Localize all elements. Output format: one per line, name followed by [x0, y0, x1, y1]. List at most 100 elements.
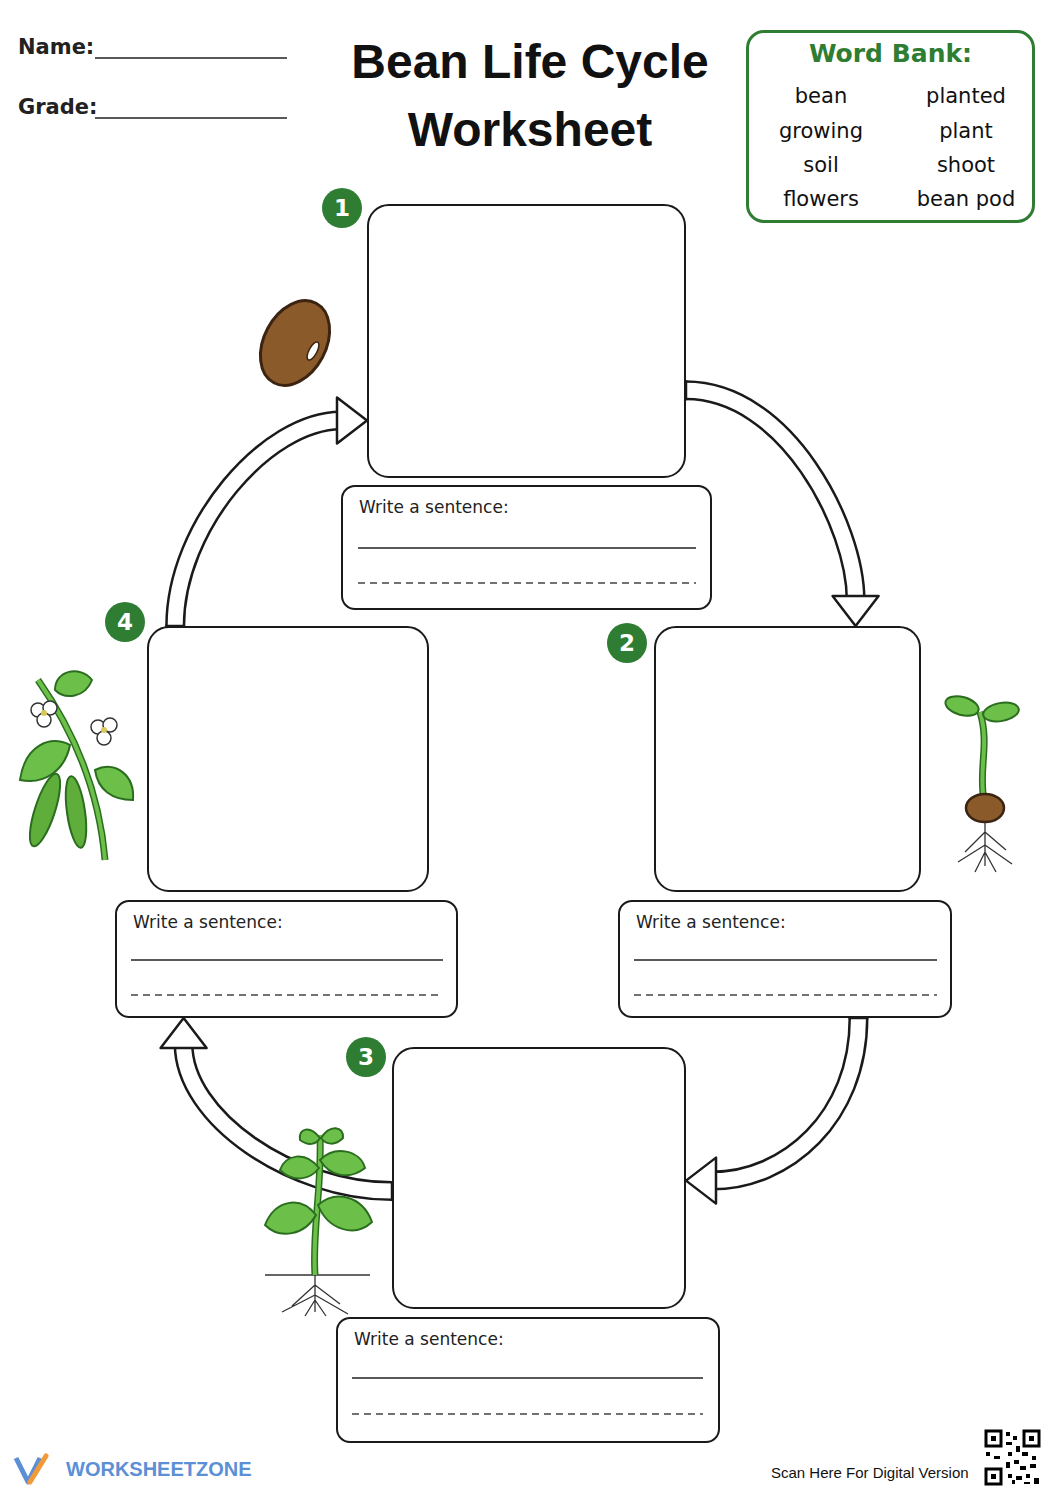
- grade-line: [95, 117, 287, 119]
- step-number: 2: [607, 623, 647, 663]
- seedling-leaf: [943, 693, 981, 719]
- picture-box: 4: [147, 626, 429, 892]
- petal: [91, 720, 105, 734]
- word-bank-word: planted: [896, 82, 1036, 110]
- picture-box: 1: [367, 204, 686, 478]
- flower-stem: [38, 680, 105, 860]
- sentence-prompt: Write a sentence:: [359, 497, 509, 517]
- bean-flower: [31, 701, 57, 727]
- cycle-arrow: [686, 1018, 868, 1204]
- arrow-tail: [848, 1017, 868, 1020]
- logo-mark: [16, 1456, 46, 1482]
- grade-label: Grade:: [18, 95, 97, 119]
- sentence-box: Write a sentence:: [618, 900, 952, 1018]
- arrow-fill: [712, 1018, 858, 1181]
- flower-center: [41, 710, 47, 716]
- petal: [103, 718, 117, 732]
- qr-caption: Scan Here For Digital Version: [771, 1464, 969, 1481]
- flower-leaf: [95, 767, 133, 800]
- arrow-head: [161, 1018, 207, 1048]
- qr-finder: [986, 1431, 1001, 1446]
- seedling-seed: [966, 794, 1004, 822]
- worksheet-title: Bean Life Cycle Worksheet: [320, 28, 740, 164]
- bean-pod: [24, 771, 67, 849]
- bean-flower: [91, 718, 117, 745]
- plant-leaf: [320, 1151, 365, 1175]
- word-bank-word: bean: [751, 82, 891, 110]
- write-line: [358, 547, 696, 549]
- qr-modules: [986, 1432, 1039, 1484]
- flower-center: [101, 727, 107, 733]
- ground-line: [265, 1274, 370, 1276]
- qr-bg: [985, 1430, 1040, 1485]
- plant-leaf: [280, 1156, 319, 1178]
- petal: [43, 701, 57, 715]
- arrow-outline: [712, 1018, 858, 1181]
- plant-bud: [300, 1128, 343, 1144]
- write-line: [131, 959, 443, 961]
- flowering-plant: [20, 671, 133, 860]
- qr-dot: [991, 1474, 996, 1479]
- word-bank-word: shoot: [896, 151, 1036, 179]
- cycle-arrow: [161, 1018, 392, 1201]
- flower-stem: [38, 680, 105, 860]
- step-number: 4: [105, 602, 145, 642]
- flower-leaf: [55, 671, 92, 696]
- plant-roots: [282, 1275, 348, 1316]
- bean-seed: [247, 289, 344, 398]
- plant-leaf: [265, 1203, 316, 1234]
- arrow-outline: [175, 420, 341, 626]
- petal: [31, 703, 45, 717]
- bean-pod: [62, 775, 90, 849]
- bean-body: [247, 289, 344, 398]
- plant-leaf: [318, 1197, 372, 1231]
- arrow-tail: [391, 1181, 394, 1201]
- logo-stroke: [16, 1458, 40, 1482]
- sentence-prompt: Write a sentence:: [354, 1329, 504, 1349]
- arrow-fill: [175, 420, 341, 626]
- seedling-roots: [958, 822, 1012, 872]
- qr-finder: [1024, 1431, 1039, 1446]
- petal: [97, 731, 111, 745]
- seedling-stem: [980, 712, 984, 800]
- sentence-box: Write a sentence:: [115, 900, 458, 1018]
- qr-dot: [991, 1436, 996, 1441]
- picture-box: 3: [392, 1047, 686, 1309]
- cycle-arrow: [686, 380, 879, 626]
- qr-finder: [986, 1469, 1001, 1484]
- word-bank-word: soil: [751, 151, 891, 179]
- name-line: [95, 57, 287, 59]
- seedling-leaf: [982, 700, 1021, 724]
- word-bank-heading: Word Bank:: [749, 39, 1032, 68]
- word-bank-box: Word Bank: beanplantedgrowingplantsoilsho…: [746, 30, 1035, 223]
- arrow-head: [686, 1158, 716, 1204]
- petal: [37, 713, 51, 727]
- plant-stem: [314, 1135, 320, 1275]
- arrow-tail: [685, 380, 688, 400]
- word-bank-word: flowers: [751, 185, 891, 213]
- word-bank-word: plant: [896, 117, 1036, 145]
- sentence-prompt: Write a sentence:: [636, 912, 786, 932]
- picture-box: 2: [654, 626, 921, 892]
- name-label: Name:: [18, 35, 94, 59]
- logo-stroke: [30, 1456, 46, 1482]
- flower-leaf: [20, 741, 70, 781]
- plant-stem: [314, 1135, 320, 1275]
- brand-logo-text: WORKSHEETZONE: [66, 1458, 252, 1481]
- sentence-prompt: Write a sentence:: [133, 912, 283, 932]
- qr-code: [985, 1430, 1040, 1485]
- seedling-stem: [980, 712, 984, 800]
- young-plant: [265, 1128, 372, 1316]
- seedling: [943, 693, 1020, 872]
- cycle-arrow: [165, 397, 367, 626]
- arrow-tail: [165, 625, 185, 628]
- word-bank-word: bean pod: [896, 185, 1036, 213]
- word-bank-word: growing: [751, 117, 891, 145]
- arrow-head: [833, 596, 879, 626]
- qr-dot: [1029, 1436, 1034, 1441]
- write-line: [634, 959, 937, 961]
- write-line: [352, 1377, 703, 1379]
